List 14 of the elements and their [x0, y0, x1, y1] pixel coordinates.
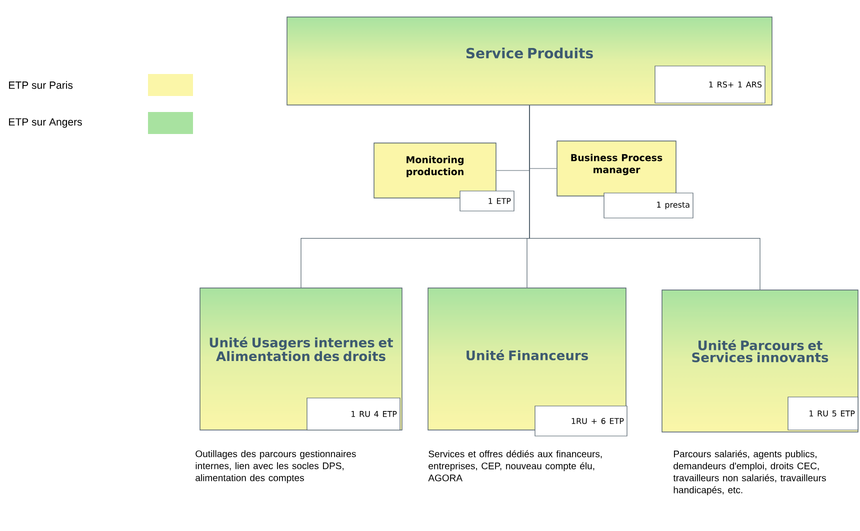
- connector-line: [529, 105, 760, 290]
- count-tag: 1 RS+ 1 ARS: [654, 66, 766, 104]
- org-box: Monitoring production: [374, 142, 496, 198]
- org-box: Business Process manager: [556, 140, 676, 196]
- count-tag: 1 RU 4 ETP: [306, 398, 400, 430]
- description-text: Outillages des parcours gestionnaires internes, lien avec les socles DPS, alimentation des comptes: [196, 450, 356, 484]
- legend-text: ETP sur Angers: [9, 118, 82, 128]
- count-tag: 1 presta: [604, 192, 694, 218]
- count-tag: 1RU + 6 ETP: [534, 406, 628, 436]
- count-tag: 1 RU 5 ETP: [788, 396, 858, 430]
- description-text: Services et offres dédiés aux financeurs, entreprises, CEP, nouveau compte élu, AGORA: [428, 450, 602, 482]
- count-tag: 1 ETP: [460, 190, 514, 212]
- legend-text: ETP sur Paris: [9, 81, 73, 89]
- description-text: Parcours salariés, agents publics, demandeurs d'emploi, droits CEC, travailleurs non salariés, travailleurs handicapés, etc.: [673, 450, 826, 496]
